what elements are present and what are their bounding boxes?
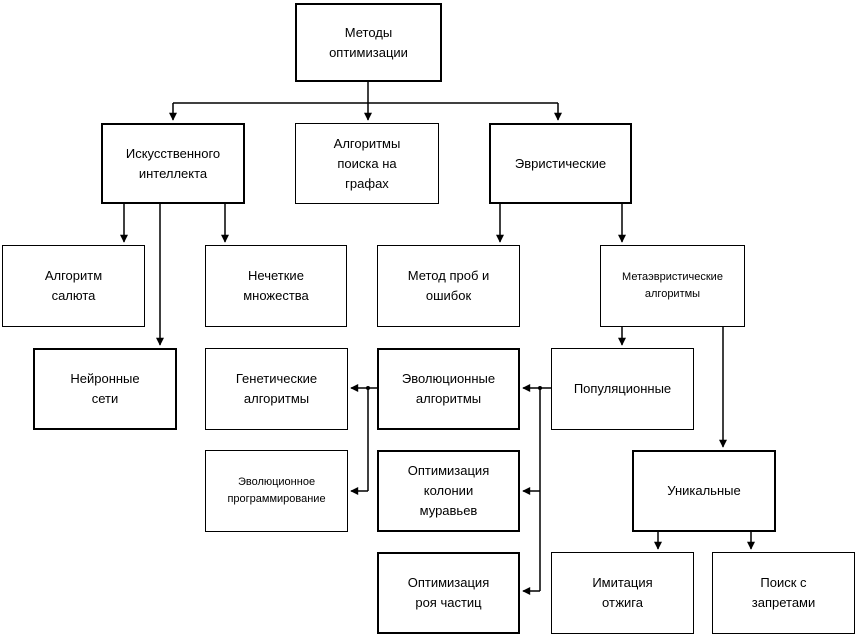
node-label: Оптимизация роя частиц: [407, 575, 490, 610]
node-artificial-intelligence: Искусственного интеллекта: [101, 123, 245, 204]
node-particle-swarm-optimization: Оптимизация роя частиц: [377, 552, 520, 634]
node-population-based: Популяционные: [551, 348, 694, 430]
node-unique: Уникальные: [632, 450, 776, 532]
node-label: Эволюционное программирование: [227, 476, 326, 505]
node-heuristic: Эвристические: [489, 123, 632, 204]
node-evolutionary-algorithms: Эволюционные алгоритмы: [377, 348, 520, 430]
node-evolutionary-programming: Эволюционное программирование: [205, 450, 348, 532]
node-label: Популяционные: [573, 381, 672, 396]
node-metaheuristic-algorithms: Метаэвристические алгоритмы: [600, 245, 745, 327]
node-label: Имитация отжига: [592, 575, 653, 610]
junction-dot-population: [538, 386, 542, 390]
node-label: Эвристические: [514, 155, 607, 171]
node-tabu-search: Поиск с запретами: [712, 552, 855, 634]
node-label: Метод проб и ошибок: [407, 268, 490, 303]
node-label: Алгоритмы поиска на графах: [333, 135, 401, 191]
node-simulated-annealing: Имитация отжига: [551, 552, 694, 634]
node-trial-and-error: Метод проб и ошибок: [377, 245, 520, 327]
node-label: Методы оптимизации: [329, 24, 408, 60]
node-label: Генетические алгоритмы: [235, 371, 318, 406]
node-fuzzy-sets: Нечеткие множества: [205, 245, 347, 327]
node-neural-networks: Нейронные сети: [33, 348, 177, 430]
node-salute-algorithm: Алгоритм салюта: [2, 245, 145, 327]
node-label: Нечеткие множества: [243, 268, 309, 303]
node-label: Искусственного интеллекта: [125, 145, 221, 181]
node-optimization-methods: Методы оптимизации: [295, 3, 442, 82]
node-label: Эволюционные алгоритмы: [401, 371, 496, 406]
node-label: Нейронные сети: [70, 371, 140, 406]
node-ant-colony-optimization: Оптимизация колонии муравьев: [377, 450, 520, 532]
node-graph-search-algorithms: Алгоритмы поиска на графах: [295, 123, 439, 204]
junction-dot-evolutionary: [366, 386, 370, 390]
node-genetic-algorithms: Генетические алгоритмы: [205, 348, 348, 430]
node-label: Оптимизация колонии муравьев: [407, 463, 490, 518]
node-label: Уникальные: [667, 483, 741, 498]
node-label: Поиск с запретами: [751, 575, 816, 610]
node-label: Алгоритм салюта: [44, 268, 103, 303]
node-label: Метаэвристические алгоритмы: [622, 271, 723, 300]
